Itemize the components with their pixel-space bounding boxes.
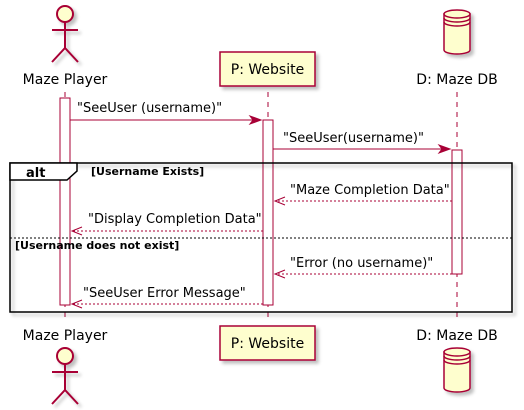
alt-fragment: alt [Username Exists] [Username does not… [9,162,513,313]
participant-label-player-bottom: Maze Player [23,328,108,344]
participant-label-website-top: P: Website [231,62,304,78]
message-1: "SeeUser (username)" [70,101,263,126]
alt-guard-not-exists: [Username does not exist] [15,239,179,252]
message-label: "Error (no username)" [290,256,433,271]
participant-label-db-top: D: Maze DB [416,72,497,88]
message-6: "SeeUser Error Message" [70,286,263,309]
arrowhead [70,226,83,236]
actor-icon [51,5,79,63]
participant-db-bottom: D: Maze DB [416,328,498,393]
message-label: "SeeUser (username)" [77,101,222,116]
participant-website-bottom: P: Website [219,325,316,361]
message-5: "Error (no username)" [273,256,452,279]
database-icon [443,9,471,55]
alt-fragment-tab [9,162,78,181]
participant-label-db-bottom: D: Maze DB [416,328,497,344]
participant-label-website-bottom: P: Website [231,336,304,352]
message-label: "SeeUser Error Message" [83,286,246,301]
arrowhead [273,269,286,279]
alt-keyword: alt [26,166,45,181]
message-label: "SeeUser(username)" [283,131,424,146]
message-label: "Display Completion Data" [88,212,262,227]
message-2: "SeeUser(username)" [273,131,452,155]
activation-db [451,149,463,275]
participant-website-top: P: Website [219,51,316,87]
actor-player-top [51,5,79,63]
actor-icon [51,347,79,405]
message-4: "Display Completion Data" [70,212,263,236]
arrowhead [248,114,263,126]
database-icon [443,347,471,393]
message-label: "Maze Completion Data" [290,183,450,198]
arrowhead [273,196,286,206]
participant-db-top: D: Maze DB [416,9,498,88]
participant-label-player-top: Maze Player [23,72,108,88]
alt-guard-exists: [Username Exists] [91,165,204,178]
arrowhead [437,143,452,155]
activation-website [262,119,274,306]
arrowhead [70,299,83,309]
actor-player-bottom [51,347,79,405]
activation-player [59,97,71,306]
message-3: "Maze Completion Data" [273,183,452,206]
